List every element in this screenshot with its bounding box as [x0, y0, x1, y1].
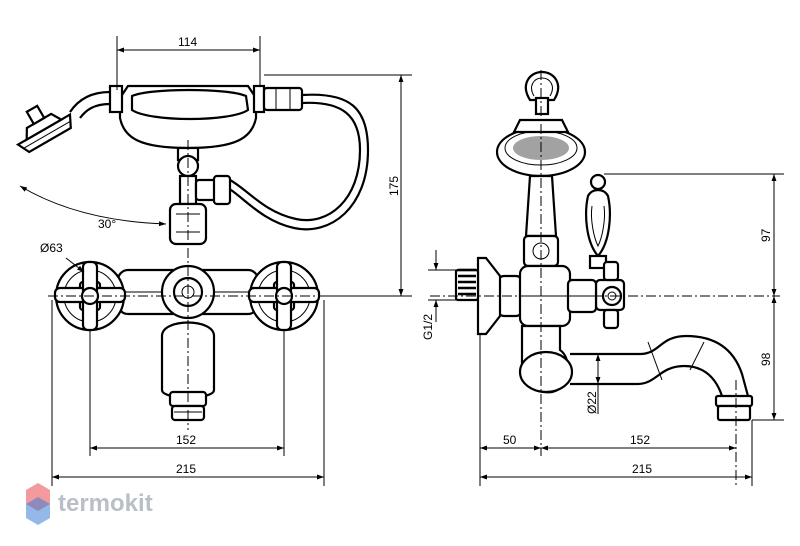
handset [130, 88, 250, 121]
dim-215-front: 215 [176, 462, 196, 476]
angle-arc [19, 185, 167, 227]
front-view: 30° [15, 35, 412, 486]
dim-98: 98 [759, 352, 773, 366]
dim-d22: Ø22 [585, 391, 599, 414]
dim-g12: G1/2 [421, 314, 435, 340]
dim-175: 175 [387, 176, 401, 196]
dim-97: 97 [759, 228, 773, 242]
logo-icon [26, 483, 50, 525]
dim-50: 50 [503, 433, 517, 447]
angle-label: 30° [98, 217, 116, 231]
hose [221, 93, 370, 231]
dim-152-front: 152 [176, 433, 196, 447]
spout [570, 334, 750, 397]
dim-152-side: 152 [630, 433, 650, 447]
dim-114: 114 [178, 35, 197, 49]
logo-text: termokit [58, 490, 153, 517]
shower-head [15, 104, 72, 154]
termokit-logo: termokit [26, 483, 153, 525]
dim-215-side: 215 [632, 462, 652, 476]
diameter-label: Ø63 [40, 241, 63, 255]
side-view: 97 98 G1/2 Ø22 50 152 215 [421, 70, 784, 486]
